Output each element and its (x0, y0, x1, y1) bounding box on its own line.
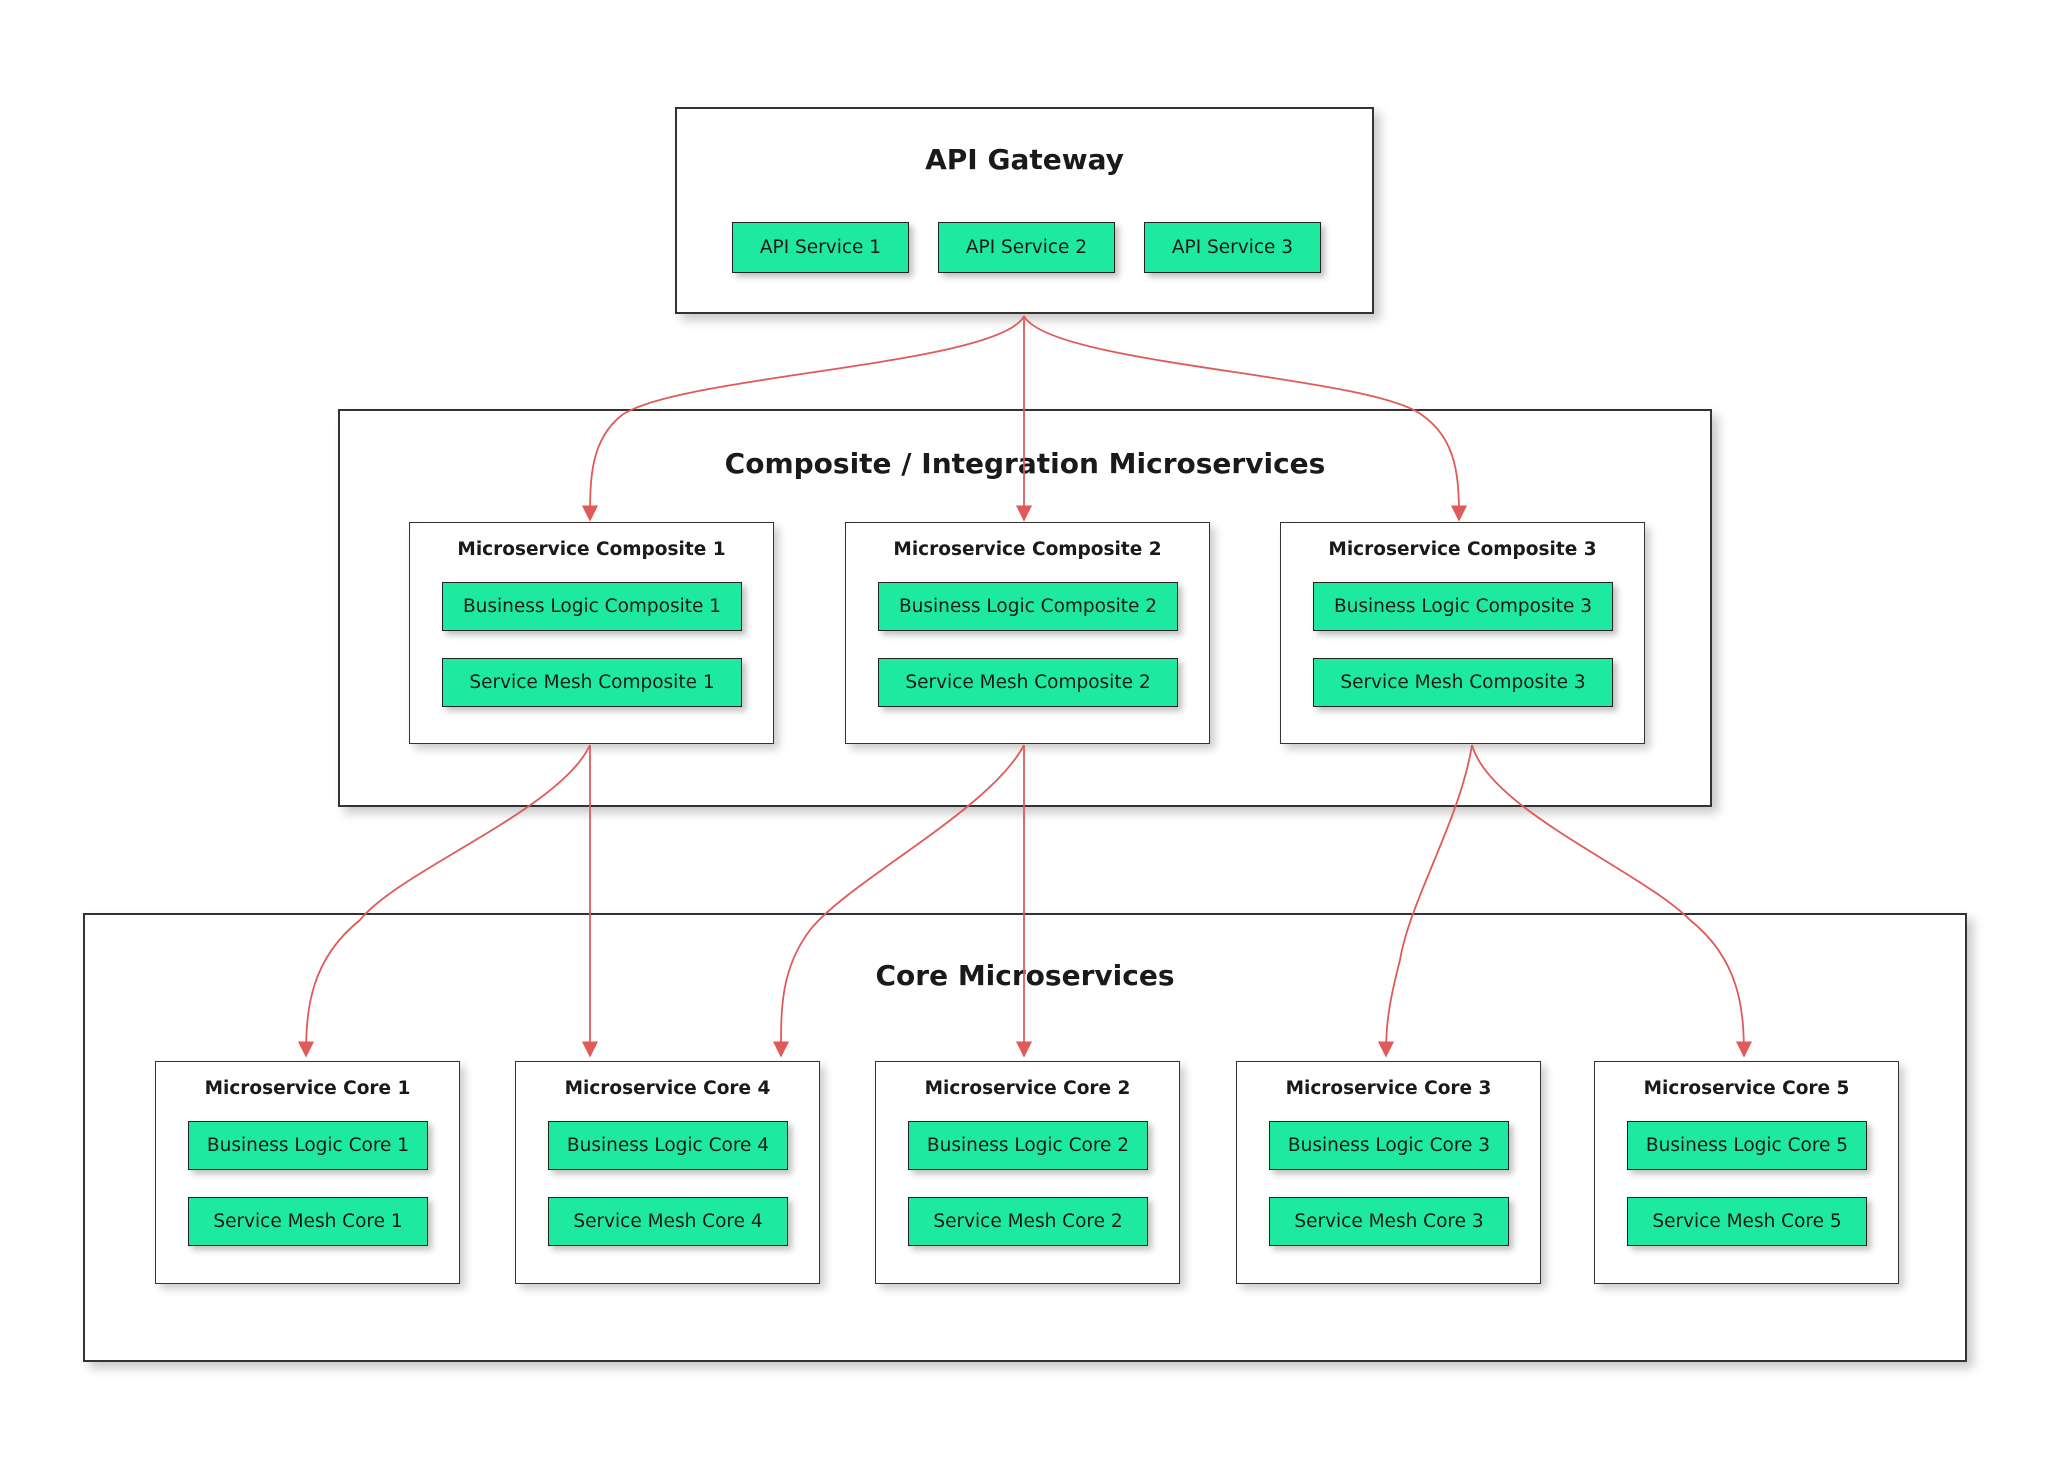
core-cluster-title: Core Microservices (875, 959, 1175, 992)
service-mesh-composite-2[interactable]: Service Mesh Composite 2 (878, 658, 1178, 707)
business-logic-core-5[interactable]: Business Logic Core 5 (1627, 1121, 1867, 1170)
api-gateway-title: API Gateway (925, 143, 1124, 176)
microservice-core-5: Microservice Core 5 Business Logic Core … (1594, 1061, 1899, 1284)
service-mesh-core-4[interactable]: Service Mesh Core 4 (548, 1197, 788, 1246)
microservice-composite-1: Microservice Composite 1 Business Logic … (409, 522, 774, 744)
core-cluster: Core Microservices Microservice Core 1 B… (83, 913, 1967, 1362)
microservice-core-4-title: Microservice Core 4 (564, 1078, 771, 1099)
microservice-composite-1-title: Microservice Composite 1 (457, 539, 726, 560)
microservice-core-3-title: Microservice Core 3 (1285, 1078, 1492, 1099)
microservice-core-4: Microservice Core 4 Business Logic Core … (515, 1061, 820, 1284)
service-mesh-composite-3[interactable]: Service Mesh Composite 3 (1313, 658, 1613, 707)
api-service-1[interactable]: API Service 1 (732, 222, 909, 273)
composite-cluster-title: Composite / Integration Microservices (724, 447, 1326, 480)
microservice-core-5-title: Microservice Core 5 (1643, 1078, 1850, 1099)
service-mesh-composite-1[interactable]: Service Mesh Composite 1 (442, 658, 742, 707)
microservice-composite-3-title: Microservice Composite 3 (1328, 539, 1597, 560)
business-logic-core-4[interactable]: Business Logic Core 4 (548, 1121, 788, 1170)
microservice-composite-3: Microservice Composite 3 Business Logic … (1280, 522, 1645, 744)
microservice-composite-2: Microservice Composite 2 Business Logic … (845, 522, 1210, 744)
business-logic-composite-1[interactable]: Business Logic Composite 1 (442, 582, 742, 631)
microservice-core-2: Microservice Core 2 Business Logic Core … (875, 1061, 1180, 1284)
business-logic-core-3[interactable]: Business Logic Core 3 (1269, 1121, 1509, 1170)
service-mesh-core-3[interactable]: Service Mesh Core 3 (1269, 1197, 1509, 1246)
composite-cluster: Composite / Integration Microservices Mi… (338, 409, 1712, 807)
service-mesh-core-5[interactable]: Service Mesh Core 5 (1627, 1197, 1867, 1246)
microservice-core-3: Microservice Core 3 Business Logic Core … (1236, 1061, 1541, 1284)
microservice-core-2-title: Microservice Core 2 (924, 1078, 1131, 1099)
api-gateway-cluster: API Gateway API Service 1 API Service 2 … (675, 107, 1374, 314)
microservice-composite-2-title: Microservice Composite 2 (893, 539, 1162, 560)
microservice-core-1-title: Microservice Core 1 (204, 1078, 411, 1099)
business-logic-core-1[interactable]: Business Logic Core 1 (188, 1121, 428, 1170)
microservice-core-1: Microservice Core 1 Business Logic Core … (155, 1061, 460, 1284)
service-mesh-core-1[interactable]: Service Mesh Core 1 (188, 1197, 428, 1246)
business-logic-composite-3[interactable]: Business Logic Composite 3 (1313, 582, 1613, 631)
business-logic-core-2[interactable]: Business Logic Core 2 (908, 1121, 1148, 1170)
service-mesh-core-2[interactable]: Service Mesh Core 2 (908, 1197, 1148, 1246)
api-service-3[interactable]: API Service 3 (1144, 222, 1321, 273)
api-service-2[interactable]: API Service 2 (938, 222, 1115, 273)
business-logic-composite-2[interactable]: Business Logic Composite 2 (878, 582, 1178, 631)
